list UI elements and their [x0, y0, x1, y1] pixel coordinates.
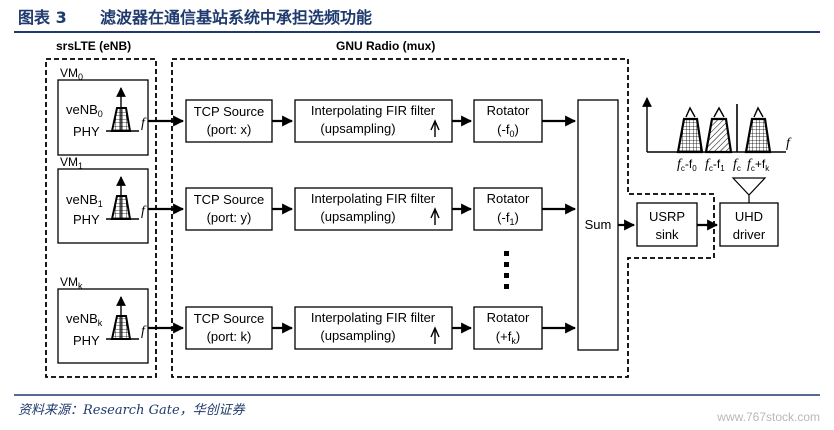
vm-k-phy: PHY	[73, 333, 100, 348]
row-k-tcp-port: (port: k)	[207, 329, 252, 344]
figure-title: 滤波器在通信基站系统中承担选频功能	[100, 8, 372, 27]
spectrum-freq-label: f	[786, 136, 792, 151]
spectrum-band-k-peak	[753, 106, 764, 118]
row-k-rotator-title: Rotator	[487, 310, 530, 325]
gnuradio-group-label: GNU Radio (mux)	[336, 39, 435, 53]
watermark: www.767stock.com	[716, 410, 820, 424]
row-0-fir-mode: (upsampling)	[320, 121, 395, 136]
vm-k-freq-label: f	[141, 324, 147, 339]
chain-row-0: TCP Source (port: x) Interpolating FIR f…	[148, 99, 577, 143]
row-k-fir-box	[294, 306, 453, 350]
vm-1-spectrum-shape	[110, 195, 132, 220]
vm-k-box	[57, 288, 149, 364]
row-1-rotator-freq: (-f1)	[497, 210, 519, 227]
srslte-group-label: srsLTE (eNB)	[56, 39, 131, 53]
usrp-sink-box	[636, 202, 698, 247]
spectrum-band-1	[704, 117, 733, 154]
row-0-rotator-freq: (-f0)	[497, 122, 519, 139]
row-k-tcp-title: TCP Source	[194, 311, 265, 326]
output-spectrum: f fc-f0 fc-f1 fc fc+fk	[642, 97, 792, 203]
vm-1-box	[57, 168, 149, 244]
vm-k-name: veNBk	[66, 311, 103, 328]
row-1-rotator-box	[473, 187, 543, 231]
row-k-upsample-icon	[430, 326, 440, 344]
row-0-tcp-title: TCP Source	[194, 104, 265, 119]
row-0-tcp-port: (port: x)	[207, 122, 252, 137]
usrp-title: USRP	[649, 209, 685, 224]
row-1-tcp-port: (port: y)	[207, 210, 252, 225]
uhd-title: UHD	[735, 209, 763, 224]
row-k-rotator-freq: (+fk)	[496, 329, 520, 346]
vm-k-tag: VMk	[60, 275, 83, 291]
spectrum-label-c: fc	[733, 157, 741, 173]
row-1-rotator-title: Rotator	[487, 191, 530, 206]
vm-k: VMk veNBk PHY f	[57, 275, 149, 364]
row-k-tcp-source-box	[185, 306, 273, 350]
spectrum-label-k: fc+fk	[747, 157, 770, 173]
row-1-upsample-icon	[430, 207, 440, 225]
uhd-driver-box	[719, 202, 779, 247]
spectrum-band-k	[744, 117, 772, 154]
srslte-group-box	[45, 58, 157, 378]
vm-1: VM1 veNB1 PHY f	[57, 155, 149, 244]
row-1-tcp-title: TCP Source	[194, 192, 265, 207]
row-0-fir-title: Interpolating FIR filter	[311, 103, 436, 118]
vm-0-spectrum-shape	[110, 107, 132, 132]
vm-0-freq-label: f	[141, 116, 147, 131]
row-1-fir-mode: (upsampling)	[320, 209, 395, 224]
row-1-tcp-source-box	[185, 187, 273, 231]
vm-k-spectrum-shape	[110, 315, 132, 340]
uhd-sub: driver	[733, 227, 766, 242]
row-0-tcp-source-box	[185, 99, 273, 143]
vm-1-freq-label: f	[141, 204, 147, 219]
vm-1-phy: PHY	[73, 212, 100, 227]
usrp-sub: sink	[655, 227, 679, 242]
spectrum-funnel	[731, 177, 767, 196]
vm-1-tag: VM1	[60, 155, 83, 171]
row-0-upsample-icon	[430, 119, 440, 137]
spectrum-label-0: fc-f0	[677, 157, 697, 173]
row-k-fir-mode: (upsampling)	[320, 328, 395, 343]
spectrum-band-1-peak	[713, 106, 725, 118]
row-0-rotator-title: Rotator	[487, 103, 530, 118]
vm-0-name: veNB0	[66, 102, 103, 119]
vm-1-name: veNB1	[66, 192, 103, 209]
row-0-fir-box	[294, 99, 453, 143]
row-0-rotator-box	[473, 99, 543, 143]
figure-number: 图表 3	[18, 8, 67, 27]
chain-row-1: TCP Source (port: y) Interpolating FIR f…	[148, 187, 577, 231]
vm-0-box	[57, 79, 149, 156]
row-ellipsis	[504, 251, 509, 289]
sum-label: Sum	[585, 217, 612, 232]
spectrum-label-1: fc-f1	[705, 157, 725, 173]
spectrum-band-0-peak	[685, 106, 696, 118]
source-note: 资料来源：Research Gate，华创证券	[18, 403, 246, 418]
gnuradio-group-box	[171, 58, 715, 378]
vm-0-phy: PHY	[73, 124, 100, 139]
chain-row-k: TCP Source (port: k) Interpolating FIR f…	[148, 306, 577, 350]
row-1-fir-title: Interpolating FIR filter	[311, 191, 436, 206]
vm-0-tag: VM0	[60, 66, 83, 82]
row-1-fir-box	[294, 187, 453, 231]
vm-0: VM0 veNB0 PHY f	[57, 66, 149, 156]
spectrum-band-0	[676, 117, 704, 154]
row-k-fir-title: Interpolating FIR filter	[311, 310, 436, 325]
